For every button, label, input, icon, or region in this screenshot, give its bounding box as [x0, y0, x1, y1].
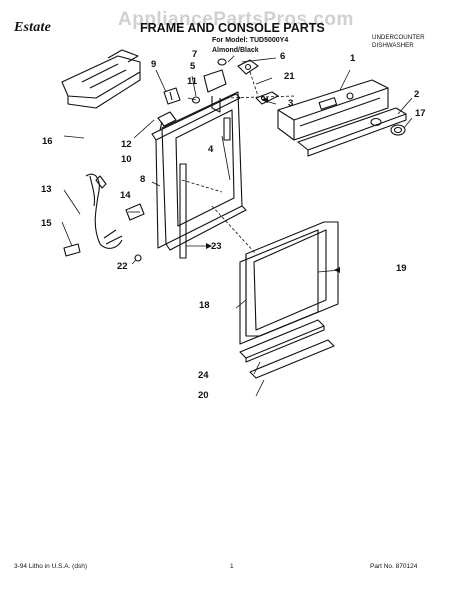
callout-7: 7 [192, 49, 198, 60]
part-1-console-panel [277, 79, 389, 141]
page-title: FRAME AND CONSOLE PARTS [140, 21, 325, 35]
part-8-door-frame [151, 91, 247, 251]
part-2-console-strip [297, 107, 407, 157]
callout-17: 17 [415, 108, 426, 119]
product-type-line-1: UNDERCOUNTER [372, 34, 425, 41]
arrow-3 [262, 97, 268, 103]
color-line: Almond/Black [212, 47, 259, 54]
callout-15: 15 [41, 218, 52, 229]
callout-16: 16 [42, 136, 53, 147]
part-12-bracket [157, 111, 177, 131]
callout-19: 19 [396, 263, 407, 274]
callout-2: 2 [414, 89, 420, 100]
part-19-outer-door-panel [245, 221, 339, 337]
callout-21: 21 [284, 71, 295, 82]
callout-5: 5 [190, 61, 196, 72]
part-18-door-panel [239, 229, 319, 345]
callout-13: 13 [41, 184, 52, 195]
callout-8: 8 [140, 174, 146, 185]
callout-9: 9 [151, 59, 157, 70]
part-console-knob-seat [370, 117, 382, 127]
part-9-switch [163, 87, 181, 105]
part-14-connector [125, 203, 145, 221]
part-4-door-stop [223, 117, 231, 141]
part-11-clip [191, 96, 201, 104]
model-line: For Model: TUD5000Y4 [212, 37, 289, 44]
part-6-hinge [237, 59, 259, 75]
part-7-screw [217, 58, 227, 66]
callout-1: 1 [350, 53, 356, 64]
part-5-latch [203, 69, 227, 113]
callout-20: 20 [198, 390, 209, 401]
callout-23: 23 [211, 241, 222, 252]
part-22-screw [134, 254, 142, 262]
part-16-console-cover [61, 49, 141, 109]
part-13-wire-harness [85, 173, 123, 249]
callout-14: 14 [120, 190, 131, 201]
callout-4: 4 [208, 144, 214, 155]
part-20-kick-strip [249, 339, 335, 379]
part-number: Part No. 870124 [370, 563, 418, 570]
callout-18: 18 [199, 300, 210, 311]
callout-12: 12 [121, 139, 132, 150]
part-24-lower-trim [239, 319, 325, 363]
callout-6: 6 [280, 51, 286, 62]
callout-22: 22 [117, 261, 128, 272]
part-15-plug [63, 243, 81, 257]
part-17-knob [390, 124, 406, 136]
part-23-strip [179, 163, 187, 259]
product-type-line-2: DISHWASHER [372, 42, 414, 49]
arrow-19 [334, 267, 340, 273]
arrow-23 [206, 243, 212, 249]
printing-note: 3-94 Litho in U.S.A. (dsh) [14, 563, 87, 570]
callout-24: 24 [198, 370, 209, 381]
product-type: UNDERCOUNTER DISHWASHER [372, 34, 425, 50]
page-number: 1 [230, 563, 234, 570]
brand-logo: Estate [14, 20, 51, 35]
callout-3: 3 [288, 98, 294, 109]
callout-11: 11 [187, 76, 198, 87]
callout-10: 10 [121, 154, 132, 165]
